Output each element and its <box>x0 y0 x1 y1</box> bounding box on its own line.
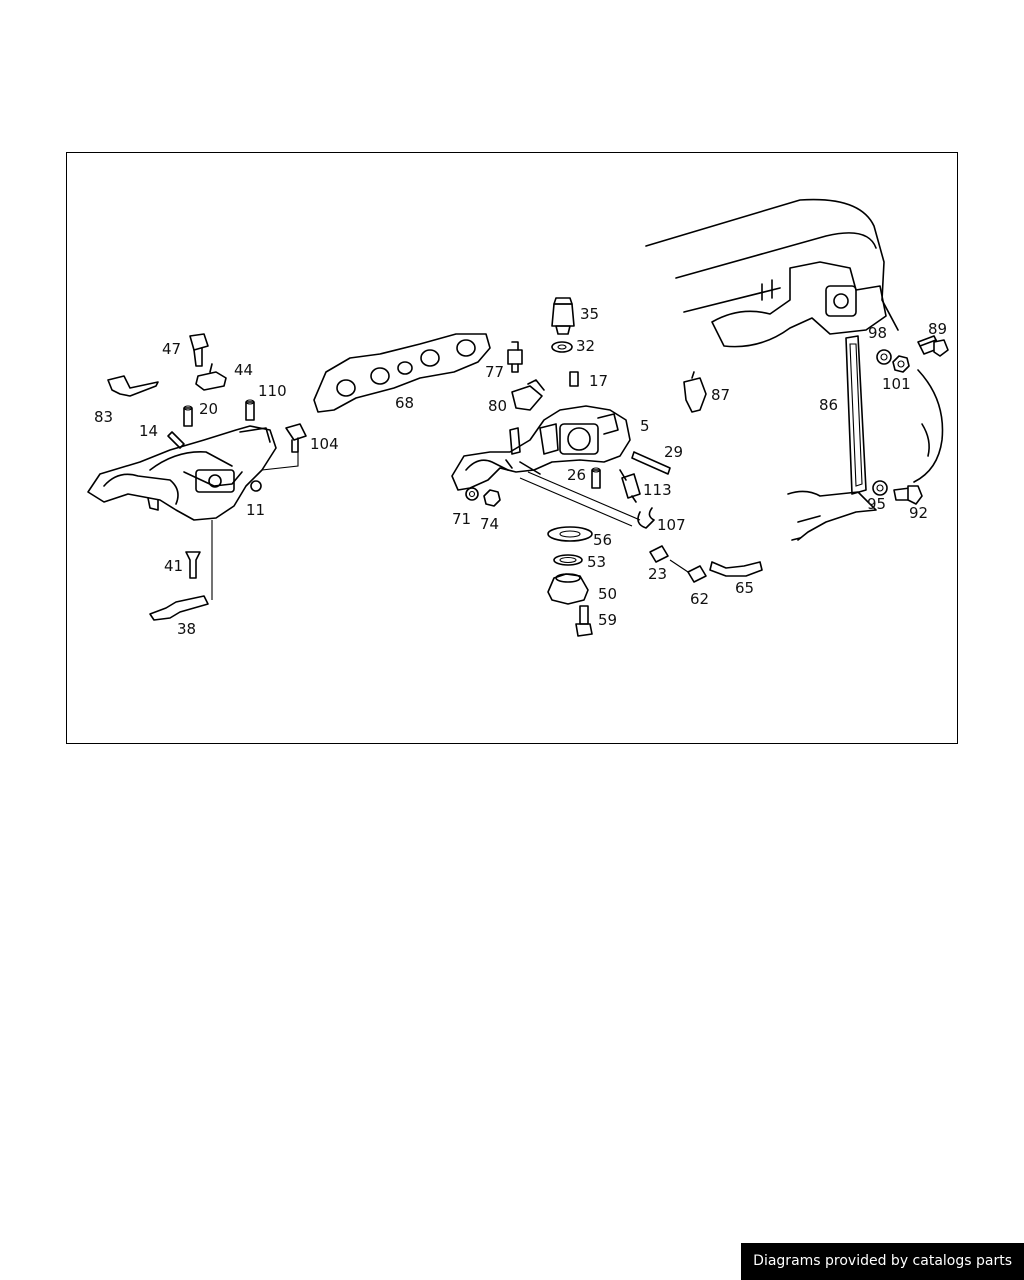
credit-banner: Diagrams provided by catalogs parts <box>741 1243 1024 1280</box>
part-56-gasket <box>547 526 593 542</box>
part-113-valve <box>619 469 641 503</box>
part-35-valve <box>551 297 575 335</box>
label-87: 87 <box>711 386 730 404</box>
part-68-manifold-gasket <box>313 333 491 413</box>
label-77: 77 <box>485 363 504 381</box>
label-65: 65 <box>735 579 754 597</box>
label-101: 101 <box>882 375 911 393</box>
part-38-sensor <box>149 520 213 621</box>
part-50-diaphragm <box>547 573 589 605</box>
label-44: 44 <box>234 361 253 379</box>
part-71-washer <box>465 487 479 501</box>
label-89: 89 <box>928 320 947 338</box>
part-77-mount <box>507 341 523 373</box>
label-41: 41 <box>164 557 183 575</box>
label-26: 26 <box>567 466 586 484</box>
label-50: 50 <box>598 585 617 603</box>
label-92: 92 <box>909 504 928 522</box>
part-86-gasket-strip <box>845 335 867 495</box>
label-107: 107 <box>657 516 686 534</box>
part-41-screw <box>185 551 201 579</box>
label-59: 59 <box>598 611 617 629</box>
label-80: 80 <box>488 397 507 415</box>
part-32-washer <box>551 341 573 353</box>
part-101-nut <box>892 355 910 373</box>
part-26-stud <box>591 467 601 489</box>
label-29: 29 <box>664 443 683 461</box>
label-62: 62 <box>690 590 709 608</box>
part-80-bracket <box>511 379 545 411</box>
label-20: 20 <box>199 400 218 418</box>
part-29-stud <box>631 451 671 475</box>
label-56: 56 <box>593 531 612 549</box>
part-104-bolt <box>261 423 307 471</box>
diagram-frame <box>66 152 958 744</box>
part-5-manifold-right <box>451 405 641 527</box>
engine-block-outline <box>645 198 944 541</box>
part-87-bracket <box>683 371 707 413</box>
part-20-pin <box>183 405 193 427</box>
part-65-hose <box>709 561 763 577</box>
part-53-ring <box>553 554 583 566</box>
label-38: 38 <box>177 620 196 638</box>
part-107-hose <box>637 507 655 529</box>
label-5: 5 <box>640 417 650 435</box>
part-14-pin <box>167 431 185 449</box>
part-74-nut <box>483 489 501 507</box>
part-89-bolt <box>917 335 949 357</box>
label-83: 83 <box>94 408 113 426</box>
part-95-washer <box>872 480 888 496</box>
part-59-bolt <box>575 605 593 637</box>
label-113: 113 <box>643 481 672 499</box>
part-83-bracket <box>107 375 159 397</box>
label-35: 35 <box>580 305 599 323</box>
label-47: 47 <box>162 340 181 358</box>
label-86: 86 <box>819 396 838 414</box>
label-74: 74 <box>480 515 499 533</box>
label-104: 104 <box>310 435 339 453</box>
part-92-bolt <box>893 485 923 505</box>
label-68: 68 <box>395 394 414 412</box>
part-23-hose <box>649 545 669 563</box>
label-98: 98 <box>868 324 887 342</box>
label-71: 71 <box>452 510 471 528</box>
part-44-bracket <box>195 363 227 391</box>
label-14: 14 <box>139 422 158 440</box>
part-47-bolt <box>189 333 209 367</box>
label-110: 110 <box>258 382 287 400</box>
label-95: 95 <box>867 495 886 513</box>
part-62-hose <box>669 559 707 583</box>
label-17: 17 <box>589 372 608 390</box>
part-110-sleeve <box>245 399 255 421</box>
label-32: 32 <box>576 337 595 355</box>
label-11: 11 <box>246 501 265 519</box>
label-53: 53 <box>587 553 606 571</box>
label-23: 23 <box>648 565 667 583</box>
part-98-washer <box>876 349 892 365</box>
part-17-stud <box>569 371 579 387</box>
part-labels: 35 32 77 17 80 5 29 26 113 107 71 74 56 … <box>94 305 947 638</box>
